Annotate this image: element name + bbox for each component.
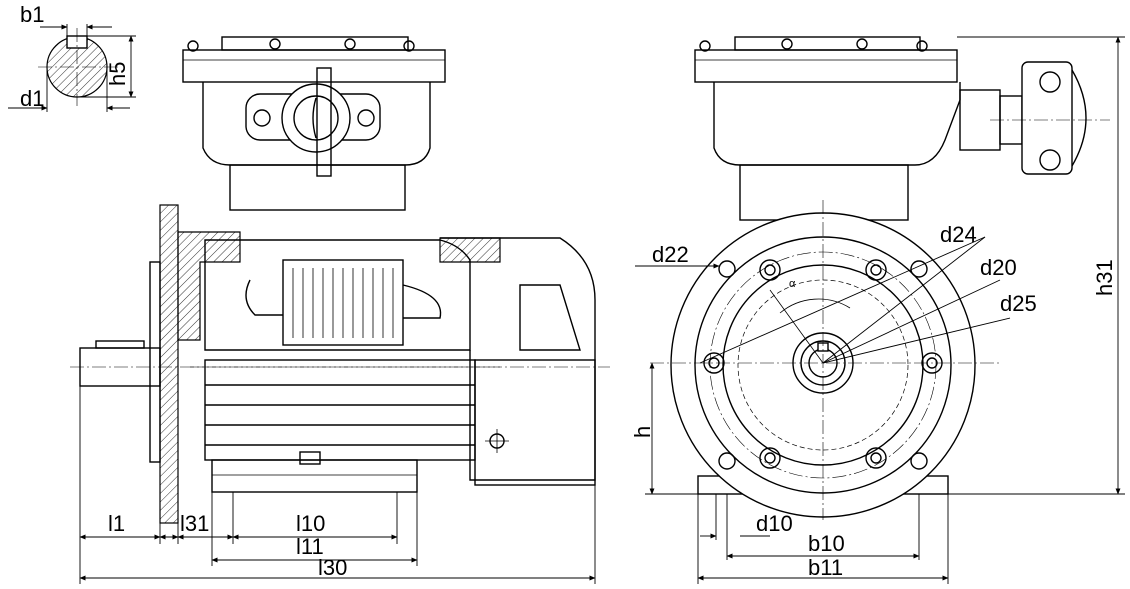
label-l31: l31 <box>180 511 209 536</box>
label-b10: b10 <box>808 531 845 556</box>
cable-gland-side <box>1021 61 1073 175</box>
label-d24: d24 <box>940 222 977 247</box>
cable-gland <box>281 83 351 153</box>
label-l11: l11 <box>296 534 324 559</box>
mounting-foot <box>211 459 418 493</box>
label-b1: b1 <box>20 2 44 27</box>
label-l10: l10 <box>296 511 325 536</box>
label-l30: l30 <box>318 555 347 580</box>
label-d25: d25 <box>1000 291 1037 316</box>
label-d20: d20 <box>980 255 1017 280</box>
motor-front-view <box>635 36 1110 520</box>
label-b11: b11 <box>808 555 843 580</box>
label-alpha: α <box>789 278 796 290</box>
terminal-box-lid-front <box>694 49 958 83</box>
terminal-box-lid <box>182 49 446 83</box>
shaft-section-view <box>8 24 136 112</box>
label-l1: l1 <box>108 511 125 536</box>
mounting-flange <box>159 204 179 524</box>
label-d22: d22 <box>652 242 689 267</box>
label-h31: h31 <box>1092 259 1117 296</box>
label-d1: d1 <box>20 86 44 111</box>
label-h5: h5 <box>105 62 130 86</box>
label-d10: d10 <box>756 511 793 536</box>
motor-side-view <box>70 36 610 524</box>
front-view-dimensions <box>645 36 1125 584</box>
label-h: h <box>630 426 655 438</box>
side-view-dimensions <box>79 386 596 584</box>
